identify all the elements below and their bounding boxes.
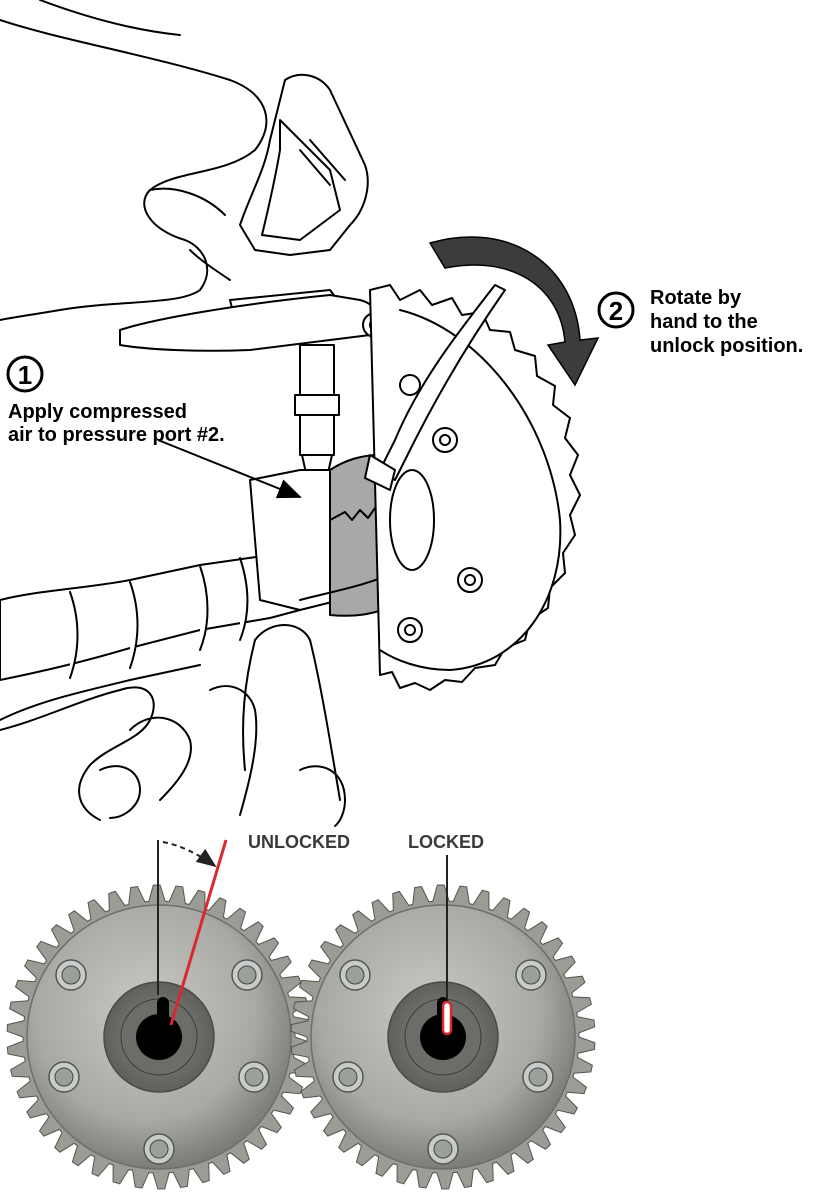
step1-callout: 1 Apply compressed air to pressure port … (6, 355, 225, 446)
step2-callout: 2 Rotate by hand to the unlock position. (597, 287, 803, 357)
bolt-socket (244, 1067, 264, 1087)
locked-indicator-mark (441, 1000, 453, 1036)
keyway (157, 997, 169, 1021)
step2-number: 2 (609, 296, 623, 326)
upper-hand (0, 19, 268, 321)
photo-panel (6, 884, 596, 1190)
camshaft (0, 469, 351, 721)
unlocked-indicator-line (169, 839, 228, 1026)
dashed-arc-arrow-icon (162, 841, 217, 868)
unlocked-label: UNLOCKED (248, 832, 350, 852)
air-gun (119, 73, 388, 501)
rotation-arrow-icon (428, 236, 600, 387)
step2-line2: hand to the (650, 311, 758, 333)
lower-hand (0, 686, 155, 821)
step1-number: 1 (18, 360, 32, 390)
bolt-socket (345, 965, 365, 985)
bolt-socket (433, 1139, 453, 1159)
unlocked-sprocket-photo (6, 884, 312, 1190)
center-bore (136, 1014, 182, 1060)
step2-line3: unlock position. (650, 335, 803, 357)
step1-badge (6, 355, 44, 393)
line-illustration (0, 0, 581, 827)
step1-line2: air to pressure port #2. (8, 424, 225, 446)
bolt-socket (237, 965, 257, 985)
locked-sprocket-photo (290, 884, 596, 1190)
step1-line1: Apply compressed (8, 401, 187, 423)
bolt-socket (54, 1067, 74, 1087)
bolt-socket (521, 965, 541, 985)
bolt-socket (149, 1139, 169, 1159)
bolt-socket (528, 1067, 548, 1087)
step2-line1: Rotate by (650, 287, 742, 309)
step2-badge (597, 291, 635, 329)
bolt-socket (61, 965, 81, 985)
center-bore (420, 1014, 466, 1060)
pointer-arrow-icon (157, 439, 302, 499)
zip-tie (379, 284, 506, 481)
locked-label: LOCKED (408, 832, 484, 852)
bolt-socket (338, 1067, 358, 1087)
